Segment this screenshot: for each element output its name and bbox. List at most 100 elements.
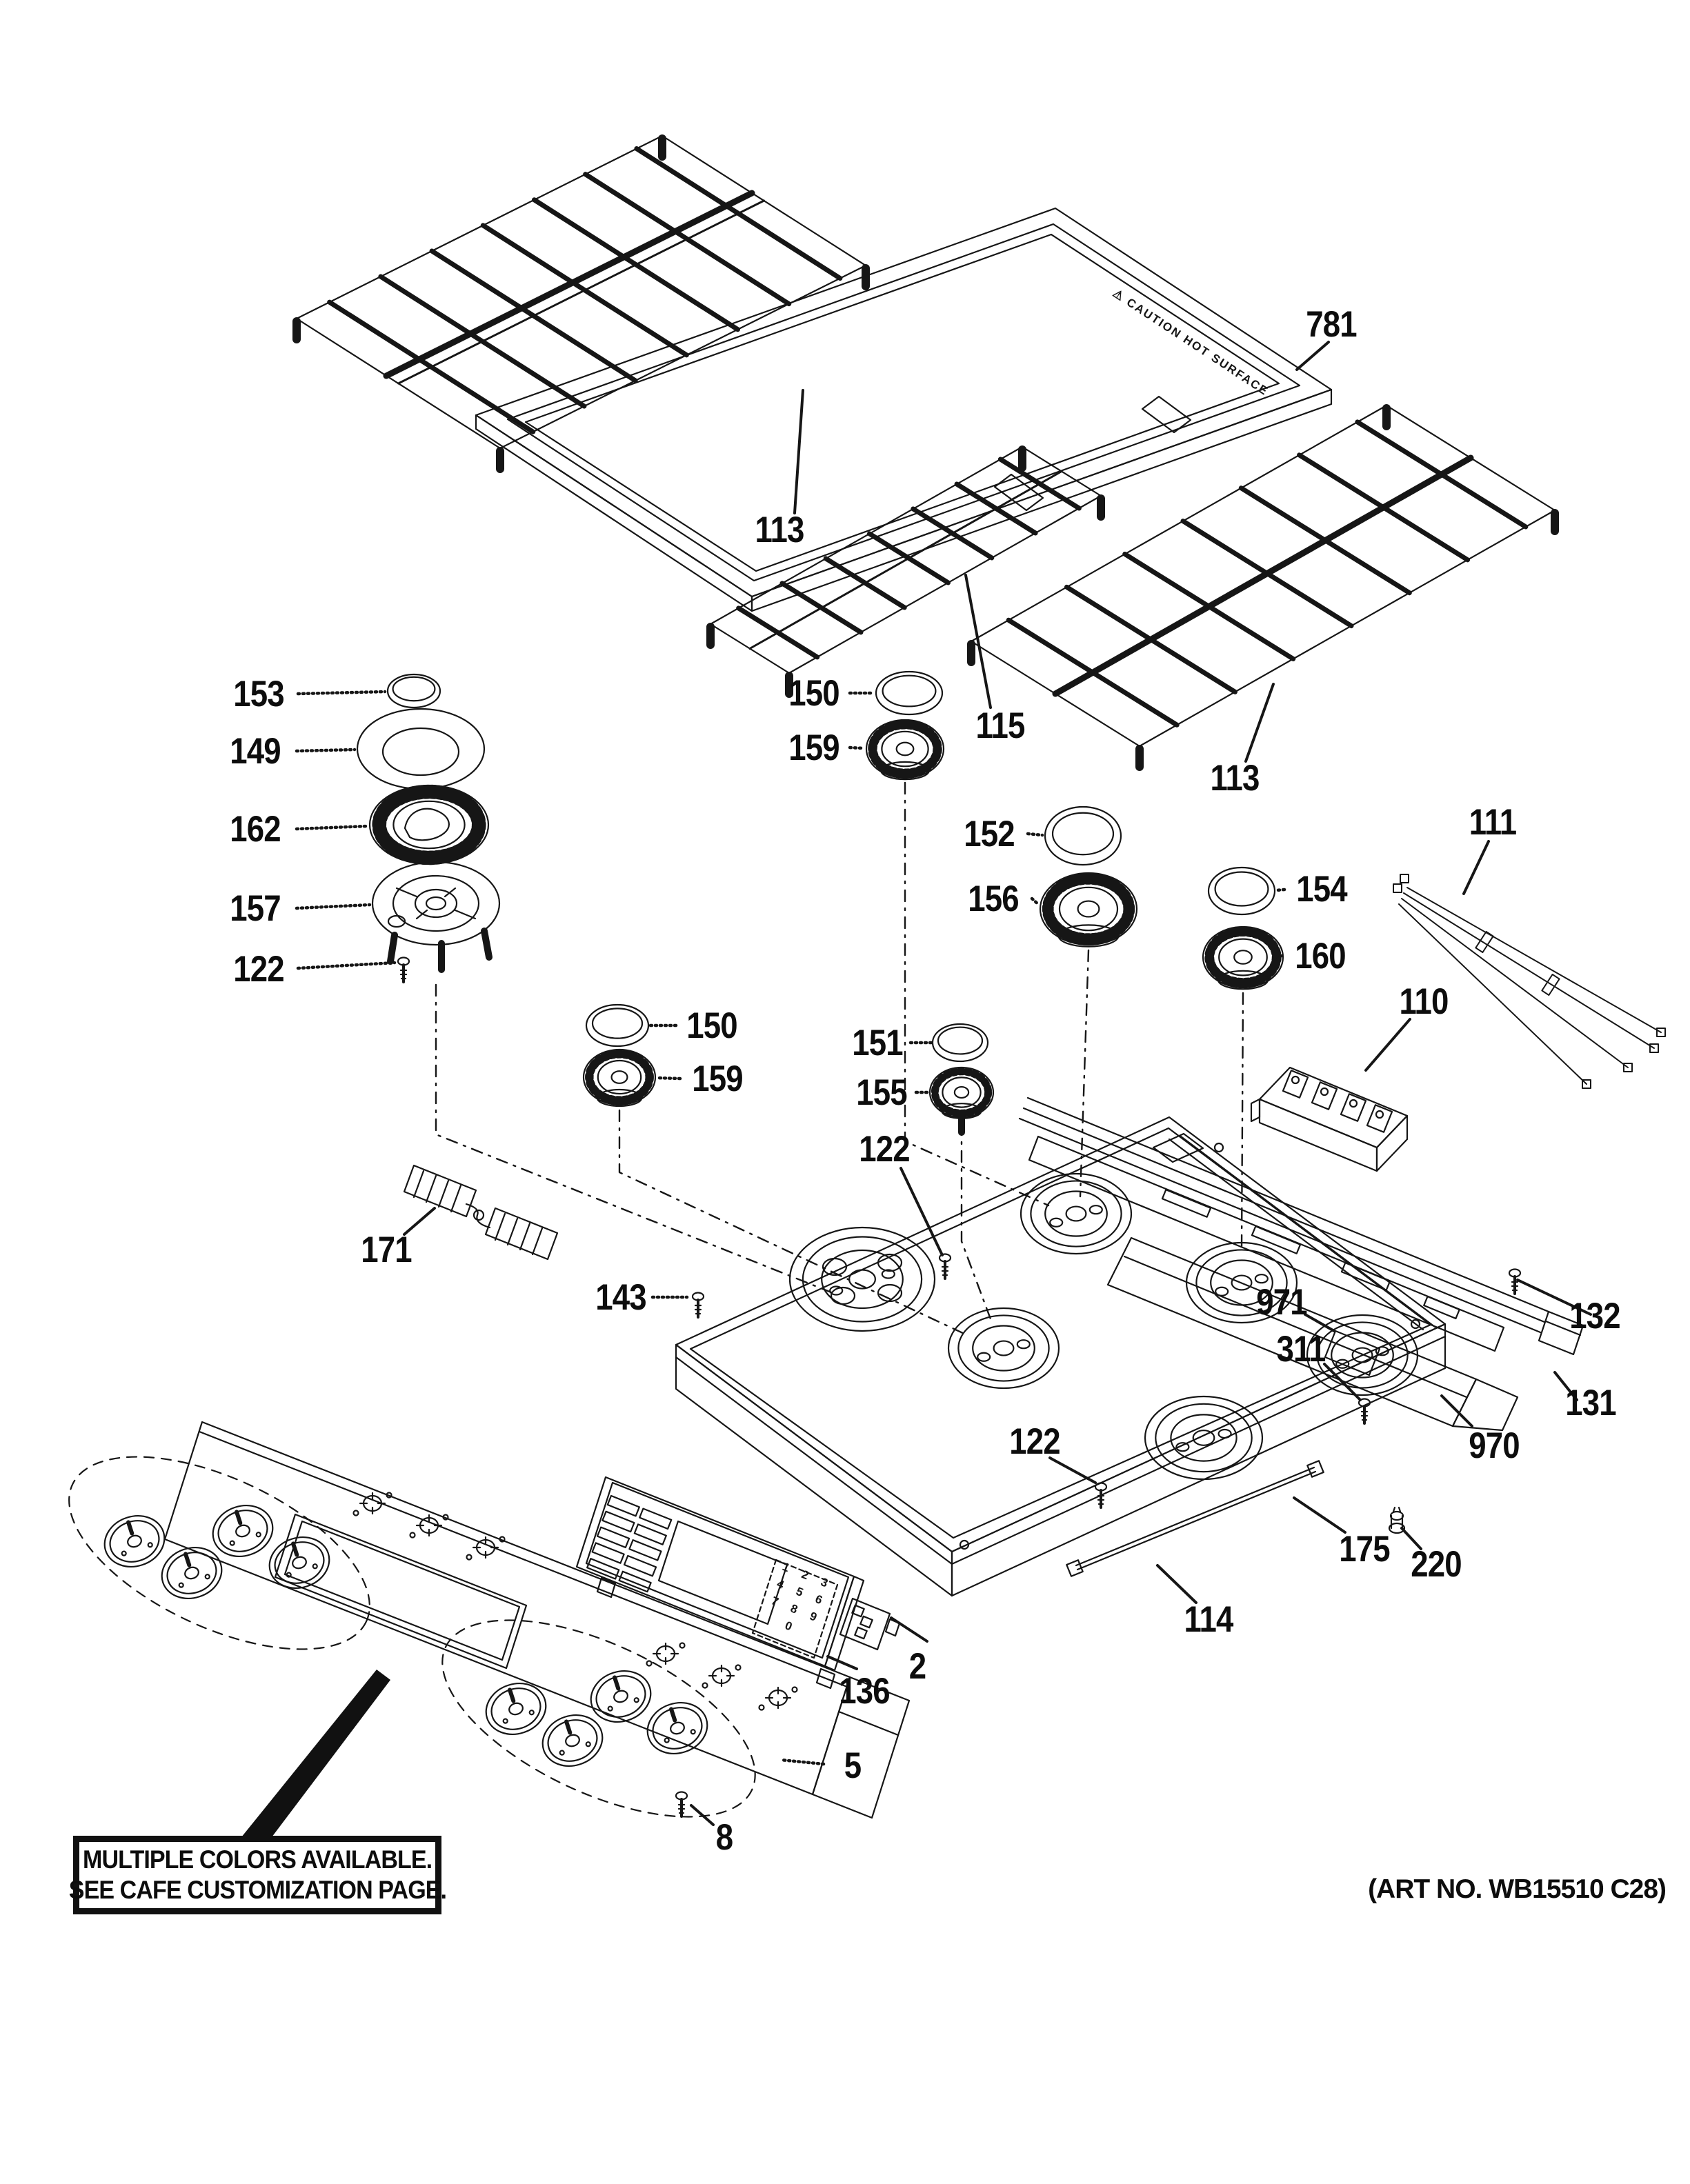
diagram-shape: [1195, 1249, 1288, 1316]
callout-leader: [1271, 954, 1284, 959]
diagram-shape: [1214, 871, 1269, 907]
diagram-shape: [1218, 938, 1268, 976]
burner-head-160: [1202, 925, 1284, 990]
diagram-shape: [788, 1226, 936, 1332]
diagram-shape: [1202, 925, 1284, 989]
diagram-shape: [442, 1514, 449, 1521]
diagram-shape: [1306, 1314, 1419, 1396]
callout-111: 111: [1469, 802, 1517, 843]
control-knob: [590, 1670, 652, 1723]
callout-113-right: 113: [1211, 758, 1260, 799]
diagram-shape: [386, 1492, 392, 1499]
keypad-digit: 6: [813, 1592, 824, 1607]
diagram-shape: [184, 1566, 199, 1580]
control-knob: [103, 1515, 166, 1567]
diagram-shape: [409, 1532, 416, 1539]
diagram-shape: [392, 676, 436, 702]
callout-leader: [296, 961, 397, 970]
grate-113-left: [292, 134, 870, 473]
ribbon-cable-171: [403, 1164, 559, 1261]
crown-skirt: [1217, 970, 1269, 990]
callout-155: 155: [856, 1072, 907, 1113]
art-number: (ART NO. WB15510 C28): [1368, 1874, 1667, 1904]
keypad-label-cell: [586, 1558, 620, 1580]
diagram-shape: [103, 1515, 166, 1567]
knob-pointer: [564, 1719, 573, 1735]
keypad-label-cell: [596, 1526, 630, 1549]
wire-harness-111: [1393, 874, 1666, 1089]
diagram-shape: [582, 1048, 657, 1106]
diagram-shape: [646, 1660, 653, 1667]
diagram-shape: [292, 1556, 307, 1570]
diagram-shape: [1254, 1274, 1269, 1284]
crown-ticks: [931, 1068, 993, 1117]
diagram-shape: [508, 1702, 524, 1716]
callout-leader: [295, 824, 369, 831]
maintop-114: [675, 1116, 1447, 1597]
callout-leader: [1295, 341, 1330, 371]
keypad-label-cell: [606, 1494, 640, 1517]
keypad-digit: 3: [819, 1575, 830, 1590]
callout-131: 131: [1565, 1383, 1616, 1423]
burner-head-159-top: [865, 719, 945, 781]
callout-311: 311: [1277, 1329, 1326, 1370]
diagram-shape: [748, 470, 1063, 650]
diagram-shape: [1065, 1205, 1087, 1222]
diagram-shape: [585, 1003, 650, 1048]
callout-171: 171: [361, 1230, 412, 1270]
diagram-shape: [690, 1729, 696, 1735]
crown-hub: [895, 741, 915, 757]
assembly-axis-line: [1240, 992, 1244, 1251]
callout-150-top: 150: [788, 673, 839, 714]
diagram-shape: [286, 1572, 292, 1578]
diagram-shape: [1217, 1428, 1232, 1439]
burner-pedestal: [947, 1307, 1060, 1390]
callout-160: 160: [1295, 936, 1345, 976]
diagram-shape: [585, 1741, 591, 1747]
spark-module-110: [1250, 1066, 1409, 1172]
callout-113-left: 113: [755, 510, 804, 550]
callout-leader: [1293, 1496, 1346, 1534]
diagram-shape: [613, 1690, 628, 1703]
diagram-shape: [1175, 1442, 1190, 1452]
diagram-shape: [312, 1563, 318, 1570]
keypad-digit: 0: [783, 1619, 794, 1633]
knob-pointer: [235, 1510, 243, 1525]
callout-8: 8: [716, 1817, 733, 1858]
diagram-shape: [590, 1670, 652, 1723]
callout-5: 5: [844, 1745, 862, 1786]
keypad-label-cell: [628, 1539, 662, 1561]
diagram-shape: [528, 1710, 535, 1716]
diagram-shape: [865, 719, 945, 779]
diagram-shape: [178, 1582, 184, 1588]
diagram-shape: [931, 1023, 989, 1063]
diagram-shape: [1335, 1359, 1350, 1369]
callout-leader: [403, 1207, 436, 1236]
screw: [1094, 1482, 1108, 1509]
diagram-shape: [821, 1249, 904, 1310]
diagram-shape: [802, 1236, 923, 1323]
burner-pedestal: [1020, 1172, 1133, 1255]
callout-leader: [964, 574, 992, 709]
screw: [675, 1791, 688, 1818]
burner-cap-150-top: [875, 670, 944, 716]
diagram-shape: [947, 1307, 1060, 1390]
griddle-caution-text: ⚠ CAUTION HOT SURFACE: [1111, 286, 1271, 398]
callout-151: 151: [852, 1023, 903, 1063]
callout-122-bottom: 122: [1009, 1421, 1060, 1462]
control-knob: [541, 1714, 604, 1767]
diagram-shape: [591, 1008, 644, 1039]
diagram-shape: [274, 1541, 325, 1584]
diagram-shape: [664, 1737, 670, 1743]
assembly-axis-line: [435, 983, 839, 1296]
diagram-shape: [597, 1059, 642, 1095]
burner-ring-149: [356, 708, 486, 790]
callout-leader: [1462, 840, 1490, 895]
diagram-shape: [646, 1702, 708, 1754]
callout-leader: [1244, 683, 1275, 763]
crown-ticks: [1042, 872, 1135, 945]
control-knob: [646, 1702, 708, 1754]
diagram-shape: [502, 1718, 508, 1724]
callout-leader: [793, 389, 804, 514]
